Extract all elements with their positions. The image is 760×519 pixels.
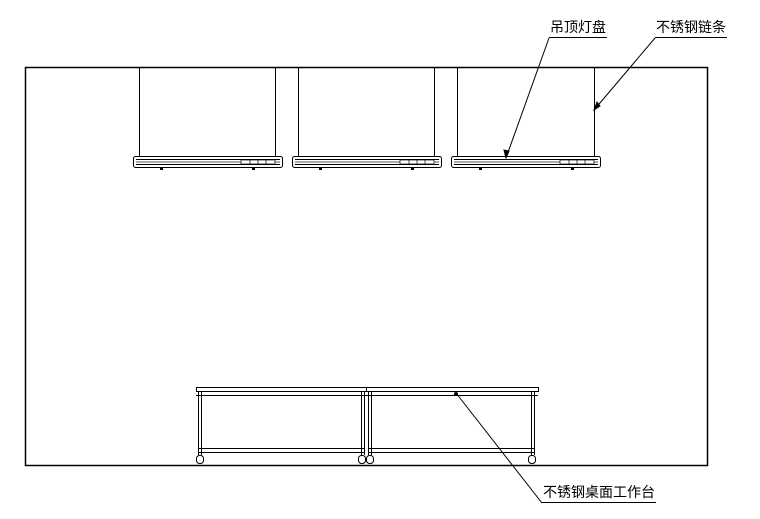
leader-workbench	[454, 392, 543, 504]
leader-ceiling-light	[503, 37, 550, 160]
ceiling-light-3	[451, 67, 601, 170]
label-workbench: 不锈钢桌面工作台	[542, 485, 656, 503]
leader-chain	[592, 37, 656, 112]
ceiling-light-1	[133, 67, 283, 170]
label-ceiling-light: 吊顶灯盘	[549, 20, 607, 38]
ceiling-light-2	[292, 67, 442, 170]
room-outline	[24, 66, 709, 467]
workbench-1	[196, 387, 367, 464]
workbench-2	[366, 387, 539, 464]
label-chain: 不锈钢链条	[655, 20, 727, 38]
